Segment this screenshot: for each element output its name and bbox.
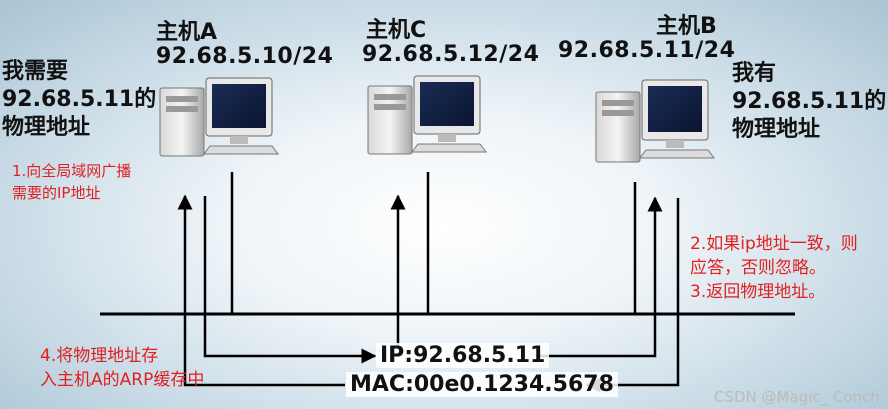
watermark-text: CSDN @Magic_ Conch: [714, 388, 880, 406]
host-b-ip: 92.68.5.11/24: [558, 38, 736, 63]
note-step-4: 4.将物理地址存 入主机A的ARP缓存中: [40, 346, 205, 390]
broadcast-arrow-to-b: [540, 196, 663, 358]
host-c-name: 主机C: [366, 18, 427, 43]
computer-c-icon: [367, 75, 487, 155]
reply-arrow-to-a: [177, 194, 345, 387]
note-step-2-3: 2.如果ip地址一致，则 应答，否则忽略。 3.返回物理地址。: [690, 234, 858, 302]
ip-packet-label: IP:92.68.5.11: [376, 343, 550, 368]
host-c-ip: 92.68.5.12/24: [362, 42, 540, 67]
host-b-name: 主机B: [656, 14, 717, 39]
right-have-text: 我有 92.68.5.11的 物理地址: [732, 61, 887, 142]
computer-b-icon: [595, 79, 715, 163]
broadcast-arrow-out: [203, 196, 377, 364]
note-step-1: 1.向全局域网广播 需要的IP地址: [12, 162, 132, 202]
left-need-text: 我需要 92.68.5.11的 物理地址: [2, 59, 157, 140]
host-a-ip: 92.68.5.10/24: [156, 44, 334, 69]
mac-packet-label: MAC:00e0.1234.5678: [346, 372, 618, 397]
computer-a-icon: [159, 77, 279, 157]
host-a-name: 主机A: [156, 20, 218, 45]
